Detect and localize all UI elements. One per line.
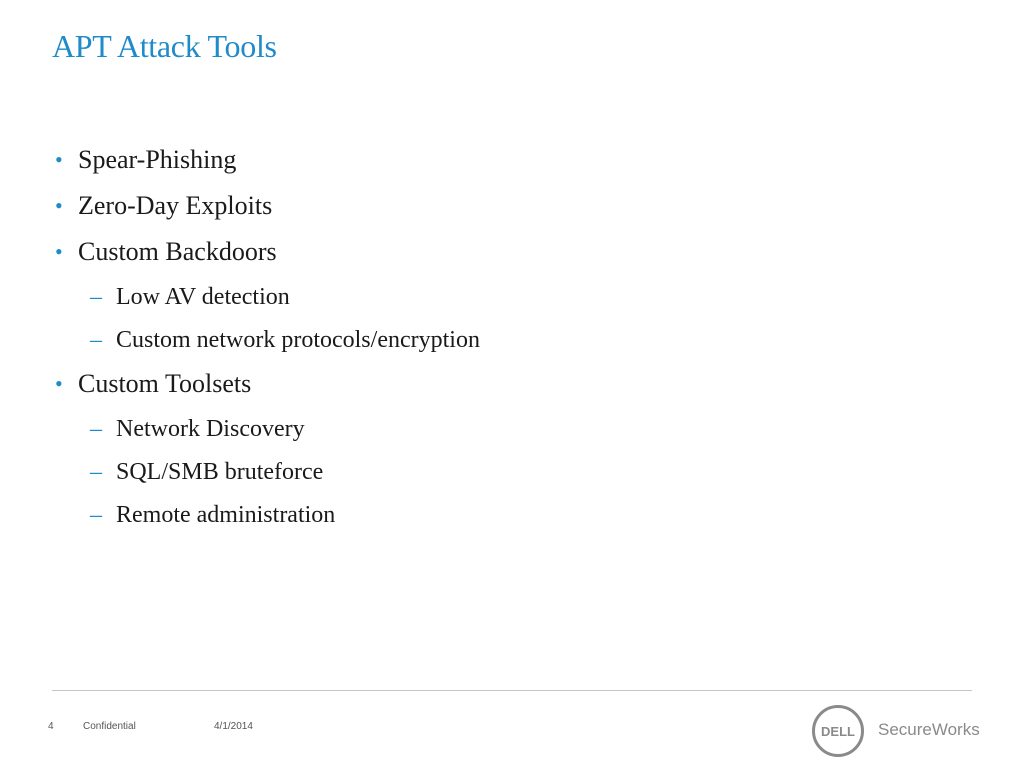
sub-bullet-item: – Low AV detection — [52, 278, 480, 321]
slide-title: APT Attack Tools — [52, 28, 277, 64]
bullet-dot-icon: • — [55, 239, 63, 264]
bullet-text: Custom Toolsets — [78, 369, 252, 398]
dash-icon: – — [90, 327, 102, 353]
dash-icon: – — [90, 416, 102, 442]
bullet-text: Spear-Phishing — [78, 145, 237, 174]
dell-logo-text: DELL — [821, 724, 855, 739]
page-number: 4 — [48, 721, 54, 732]
sub-bullet-text: Network Discovery — [116, 416, 305, 442]
sub-bullet-text: Low AV detection — [116, 284, 290, 310]
bullet-text: Custom Backdoors — [78, 237, 277, 266]
dell-logo-icon: DELL — [812, 705, 864, 757]
sub-bullet-item: – Remote administration — [52, 496, 480, 539]
bullet-text: Zero-Day Exploits — [78, 191, 273, 220]
bullet-item: • Custom Backdoors — [52, 232, 480, 278]
bullet-list: • Spear-Phishing • Zero-Day Exploits • C… — [52, 140, 480, 539]
bullet-dot-icon: • — [55, 371, 63, 396]
bullet-dot-icon: • — [55, 193, 63, 218]
confidential-label: Confidential — [83, 721, 136, 732]
dash-icon: – — [90, 502, 102, 528]
dash-icon: – — [90, 459, 102, 485]
bullet-item: • Spear-Phishing — [52, 140, 480, 186]
sub-bullet-text: Remote administration — [116, 502, 336, 528]
footer-divider — [52, 690, 972, 691]
sub-bullet-text: Custom network protocols/encryption — [116, 327, 480, 353]
dash-icon: – — [90, 284, 102, 310]
brand-name: SecureWorks — [878, 720, 980, 739]
bullet-item: • Custom Toolsets — [52, 364, 480, 410]
sub-bullet-item: – SQL/SMB bruteforce — [52, 453, 480, 496]
sub-bullet-item: – Network Discovery — [52, 410, 480, 453]
bullet-item: • Zero-Day Exploits — [52, 186, 480, 232]
bullet-dot-icon: • — [55, 147, 63, 172]
footer-date: 4/1/2014 — [214, 721, 253, 732]
sub-bullet-item: – Custom network protocols/encryption — [52, 321, 480, 364]
sub-bullet-text: SQL/SMB bruteforce — [116, 459, 324, 485]
